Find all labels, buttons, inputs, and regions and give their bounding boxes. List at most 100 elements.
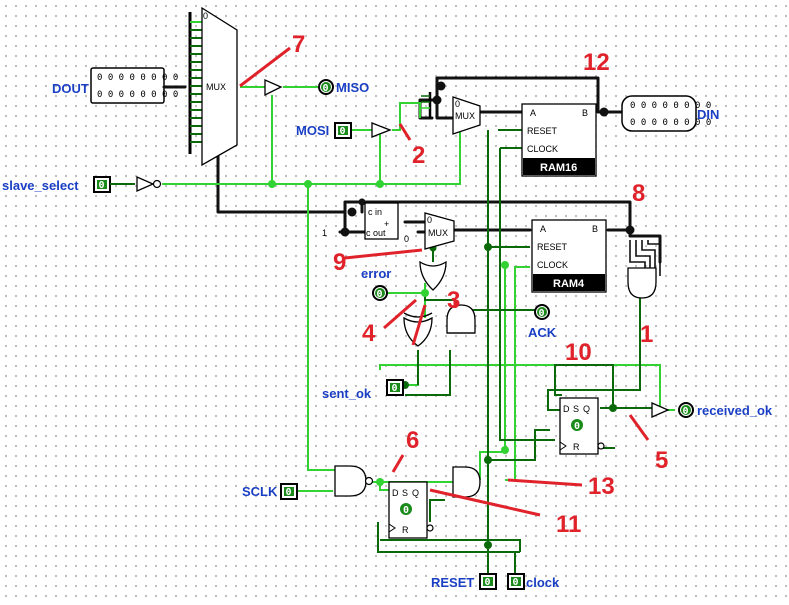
error-input-pin[interactable]: 0	[372, 285, 388, 301]
svg-text:0 0 0 0 0 0 0 0: 0 0 0 0 0 0 0 0	[97, 90, 178, 100]
annotation-2: 2	[412, 142, 425, 169]
adder[interactable]: c in + c out	[364, 202, 399, 240]
svg-text:0: 0	[513, 577, 519, 588]
svg-text:0: 0	[485, 577, 491, 588]
annotation-13: 13	[588, 473, 615, 500]
annotation-1: 1	[640, 321, 653, 348]
svg-text:0: 0	[377, 289, 383, 300]
svg-text:0 0 0 0 0 0 0 0: 0 0 0 0 0 0 0 0	[97, 73, 178, 83]
reset-input-pin[interactable]: 0	[479, 573, 497, 590]
received-ok-label: received_ok	[697, 403, 773, 418]
annotation-10: 10	[565, 339, 592, 366]
svg-text:0: 0	[427, 215, 432, 225]
and-gate-ram4	[627, 267, 657, 299]
miso-output-pin[interactable]: 0	[318, 79, 334, 95]
svg-text:0: 0	[392, 383, 398, 394]
d-flip-flop-sclk[interactable]: D S Q 0 R	[388, 481, 434, 539]
svg-text:MUX: MUX	[455, 111, 475, 121]
svg-text:0: 0	[683, 406, 689, 417]
svg-text:RESET: RESET	[527, 126, 558, 136]
d-flip-flop-received[interactable]: D S Q 0 R	[559, 397, 605, 455]
svg-text:MUX: MUX	[206, 82, 226, 92]
dout-label: DOUT	[52, 81, 89, 96]
svg-text:D: D	[392, 488, 399, 498]
svg-text:RAM16: RAM16	[540, 162, 577, 174]
svg-text:Q: Q	[583, 404, 590, 414]
svg-text:B: B	[592, 224, 598, 234]
svg-text:S: S	[573, 404, 579, 414]
svg-text:RAM4: RAM4	[553, 278, 585, 290]
annotation-4: 4	[362, 320, 376, 347]
miso-buffer	[264, 79, 283, 97]
received-ok-output-pin[interactable]: 0	[678, 402, 694, 418]
sent-ok-input-pin[interactable]: 0	[386, 379, 404, 396]
slave-select-input-pin[interactable]: 0	[93, 176, 111, 193]
annotation-3: 3	[447, 287, 460, 314]
annotation-arrows	[239, 46, 650, 517]
slave-select-label: slave_select	[2, 178, 79, 193]
sent-ok-label: sent_ok	[322, 386, 372, 401]
ack-output-pin[interactable]: 0	[534, 304, 550, 320]
const-zero: 0	[404, 234, 409, 244]
svg-text:S: S	[402, 488, 408, 498]
mux-din[interactable]: MUX 0	[452, 96, 481, 135]
splitter-din	[421, 92, 432, 118]
svg-text:0: 0	[286, 487, 292, 498]
din-label: DIN	[697, 107, 719, 122]
nand-gate-sclk	[334, 465, 374, 497]
svg-text:CLOCK: CLOCK	[537, 260, 568, 270]
svg-text:Q: Q	[412, 488, 419, 498]
annotation-12: 12	[583, 49, 610, 76]
wire-network	[162, 76, 675, 578]
svg-text:0: 0	[455, 99, 460, 109]
annotation-9: 9	[333, 249, 346, 276]
reset-label: RESET	[431, 575, 474, 590]
ram4[interactable]: A B RESET CLOCK RAM4	[531, 219, 607, 293]
svg-text:0: 0	[403, 505, 409, 516]
sclk-input-pin[interactable]: 0	[280, 483, 298, 500]
svg-text:0: 0	[340, 126, 346, 137]
and-gate-clock	[452, 466, 481, 498]
svg-text:0: 0	[323, 83, 329, 94]
const-one: 1	[322, 228, 327, 238]
svg-text:R: R	[573, 442, 580, 452]
ack-label: ACK	[528, 325, 557, 340]
and-gate-sent	[446, 304, 476, 334]
svg-text:0: 0	[574, 421, 580, 432]
or-gate-error	[419, 260, 447, 291]
svg-text:A: A	[540, 224, 546, 234]
din-output-pin[interactable]: 0 0 0 0 0 0 0 0 0 0 0 0 0 0 0 0	[621, 95, 711, 132]
svg-text:0 0 0 0 0 0 0 0: 0 0 0 0 0 0 0 0	[630, 118, 711, 128]
svg-text:MUX: MUX	[428, 228, 448, 238]
annotation-6: 6	[406, 427, 419, 454]
mux-counter[interactable]: MUX 0	[424, 212, 455, 250]
svg-text:0: 0	[99, 180, 105, 191]
sclk-label: SCLK	[242, 484, 278, 499]
svg-text:RESET: RESET	[537, 242, 568, 252]
miso-label: MISO	[336, 80, 369, 95]
svg-text:0: 0	[203, 11, 208, 21]
mosi-input-pin[interactable]: 0	[334, 122, 352, 139]
svg-text:c out: c out	[366, 228, 386, 238]
received-ok-buffer	[651, 402, 670, 418]
svg-text:D: D	[563, 404, 570, 414]
svg-text:CLOCK: CLOCK	[527, 144, 558, 154]
clock-label: clock	[526, 575, 560, 590]
svg-text:R: R	[402, 525, 409, 535]
mosi-label: MOSI	[296, 123, 329, 138]
annotation-11: 11	[556, 511, 581, 538]
error-label: error	[361, 266, 391, 281]
annotation-7: 7	[292, 31, 305, 58]
svg-text:B: B	[582, 108, 588, 118]
mosi-buffer	[371, 122, 392, 138]
annotation-8: 8	[632, 180, 645, 207]
mux-main[interactable]: MUX 0	[201, 6, 238, 167]
annotation-5: 5	[655, 447, 668, 474]
not-gate-slave-select	[136, 176, 162, 192]
splitter-main	[188, 12, 202, 154]
ram16[interactable]: A B RESET CLOCK RAM16	[521, 103, 597, 177]
clock-input-pin[interactable]: 0	[507, 573, 525, 590]
svg-text:c in: c in	[368, 207, 382, 217]
svg-text:A: A	[530, 108, 536, 118]
